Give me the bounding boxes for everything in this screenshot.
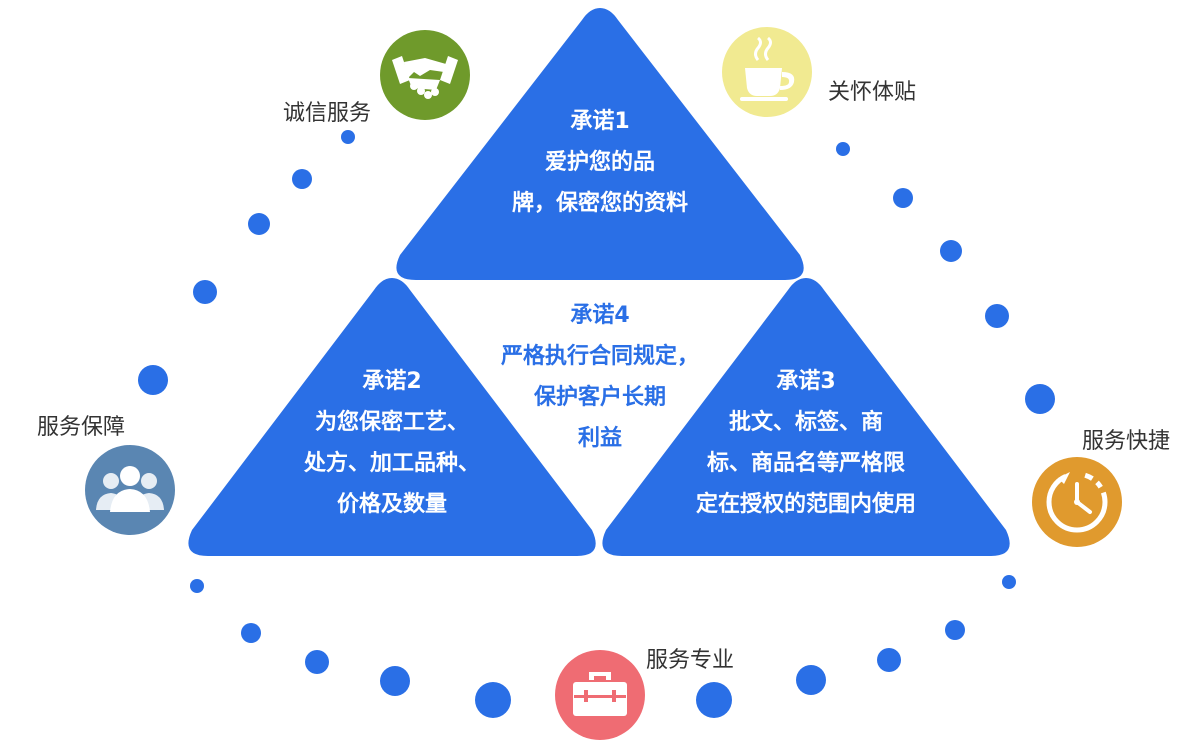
promise-2-line-3: 价格及数量 <box>336 492 447 517</box>
people-icon <box>96 466 164 512</box>
briefcase-icon <box>573 672 627 716</box>
decorative-dot <box>877 648 901 672</box>
coffee-cup-badge <box>722 27 812 117</box>
triangle-promise-1 <box>396 8 804 280</box>
promise-4-line-3: 利益 <box>577 426 622 451</box>
promise-3-title: 承诺3 <box>776 369 836 394</box>
promise-2-title: 承诺2 <box>362 369 422 394</box>
decorative-dot <box>248 213 270 235</box>
promise-1-text: 承诺1 爱护您的品 牌，保密您的资料 <box>450 101 750 224</box>
promise-2-line-1: 为您保密工艺、 <box>314 410 469 435</box>
decorative-dot <box>893 188 913 208</box>
promise-4-line-2: 保护客户长期 <box>533 385 666 410</box>
promise-4-line-1: 严格执行合同规定， <box>500 344 699 369</box>
label-service-guarantee: 服务保障 <box>37 415 126 440</box>
decorative-dot <box>696 682 732 718</box>
decorative-dots <box>138 130 1055 718</box>
promise-4-title: 承诺4 <box>570 303 630 328</box>
clock-badge <box>1032 457 1122 547</box>
label-care: 关怀体贴 <box>828 80 917 105</box>
decorative-dot <box>292 169 312 189</box>
people-badge <box>85 445 175 535</box>
promise-3-line-3: 定在授权的范围内使用 <box>695 492 916 517</box>
decorative-dot <box>940 240 962 262</box>
decorative-dot <box>138 365 168 395</box>
promise-3-text: 承诺3 批文、标签、商 标、商品名等严格限 定在授权的范围内使用 <box>656 361 956 525</box>
decorative-dot <box>380 666 410 696</box>
decorative-dot <box>796 665 826 695</box>
promise-1-title: 承诺1 <box>570 109 630 134</box>
handshake-icon <box>392 56 458 99</box>
decorative-dot <box>1002 575 1016 589</box>
clock-icon <box>1046 471 1108 533</box>
decorative-dot <box>1025 384 1055 414</box>
decorative-dot <box>193 280 217 304</box>
promise-4-text: 承诺4 严格执行合同规定， 保护客户长期 利益 <box>450 295 750 459</box>
coffee-cup-icon <box>740 36 795 101</box>
decorative-dot <box>475 682 511 718</box>
decorative-dot <box>985 304 1009 328</box>
decorative-dot <box>945 620 965 640</box>
triangle-promise-2 <box>188 278 596 556</box>
promise-1-line-1: 爱护您的品 <box>544 150 655 175</box>
briefcase-badge <box>555 650 645 740</box>
promise-3-line-2: 标、商品名等严格限 <box>706 451 905 476</box>
decorative-dot <box>241 623 261 643</box>
decorative-dot <box>305 650 329 674</box>
label-honest-service: 诚信服务 <box>283 101 372 126</box>
decorative-dot <box>341 130 355 144</box>
promise-2-line-2: 处方、加工品种、 <box>303 451 480 476</box>
handshake-badge <box>380 30 470 120</box>
promise-2-text: 承诺2 为您保密工艺、 处方、加工品种、 价格及数量 <box>242 361 542 525</box>
label-service-professional: 服务专业 <box>646 648 735 673</box>
promise-3-line-1: 批文、标签、商 <box>728 410 883 435</box>
promise-1-line-2: 牌，保密您的资料 <box>511 191 688 216</box>
triangle-promise-3 <box>602 278 1010 556</box>
decorative-dot <box>190 579 204 593</box>
decorative-dot <box>836 142 850 156</box>
label-service-fast: 服务快捷 <box>1082 429 1171 454</box>
